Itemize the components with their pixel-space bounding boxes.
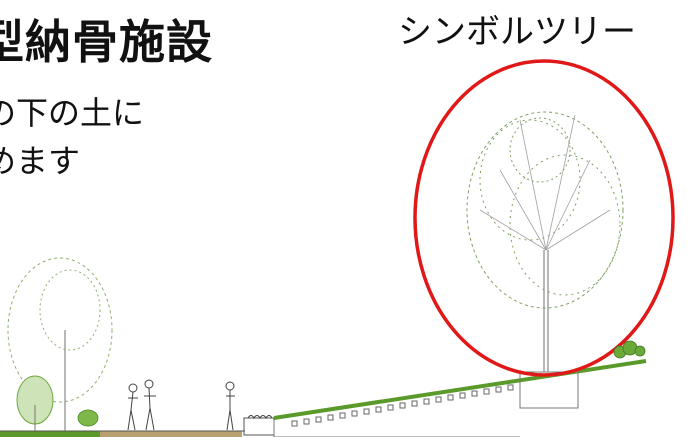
- central-vault: [519, 371, 579, 409]
- people-illustration: [127, 379, 235, 431]
- description-line-1: の下の土に: [0, 94, 145, 132]
- burial-vault-row: [291, 384, 514, 427]
- soil-path: [100, 431, 242, 437]
- slope-surface: [273, 359, 647, 420]
- description-line-2: めます: [0, 142, 81, 180]
- lawn-ground: [0, 431, 100, 437]
- symbol-tree-label: シンボルツリー: [398, 12, 636, 52]
- shrub-illustration: [613, 340, 646, 359]
- page-title: 型納骨施設: [0, 15, 213, 69]
- planter-box: [243, 417, 275, 436]
- small-tree-illustration: [7, 257, 113, 431]
- slope-underside: [273, 420, 520, 437]
- symbol-tree-illustration: [466, 111, 624, 372]
- planter-plants: [247, 415, 273, 419]
- symbol-tree-highlight: [413, 59, 675, 377]
